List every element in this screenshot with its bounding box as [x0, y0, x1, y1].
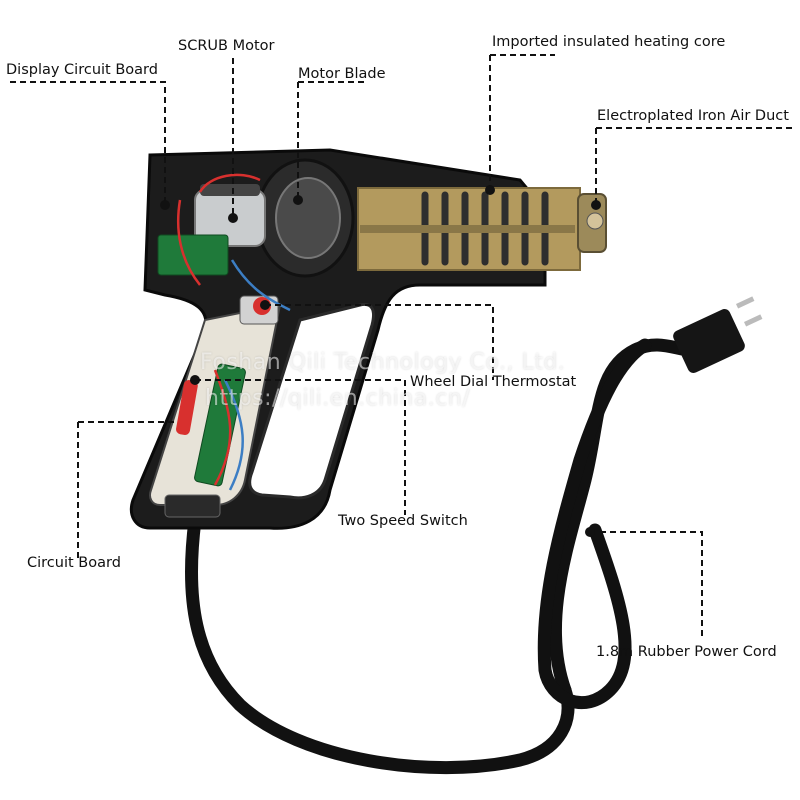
motor-top-band — [200, 184, 260, 196]
callout-leaders — [10, 54, 792, 638]
red-resistor — [176, 379, 198, 435]
cord-entry-clamp — [164, 494, 221, 518]
label-circuit-board: Circuit Board — [27, 555, 121, 571]
watermark-url: https://qili.en.china.cn/ — [205, 386, 471, 411]
label-air-duct: Electroplated Iron Air Duct — [597, 108, 789, 124]
handle-cavity — [248, 302, 375, 500]
callout-dots — [160, 185, 601, 537]
display-circuit-board — [157, 234, 229, 276]
internal-wires — [176, 173, 291, 491]
power-cord — [185, 338, 707, 775]
air-duct-screw — [586, 212, 604, 230]
label-power-cord: 1.8m Rubber Power Cord — [596, 645, 777, 660]
label-heating-core: Imported insulated heating core — [492, 34, 726, 50]
heating-core-center-bar — [360, 225, 575, 233]
watermark-company: Foshan Qili Technology Co., Ltd. — [200, 350, 566, 375]
motor-blade-fan — [275, 177, 341, 259]
label-two-speed-switch: Two Speed Switch — [338, 513, 468, 529]
label-wheel-dial-thermostat: Wheel Dial Thermostat — [410, 374, 577, 390]
label-motor-blade: Motor Blade — [298, 66, 386, 82]
label-display-circuit-board: Display Circuit Board — [6, 62, 158, 78]
power-plug — [673, 296, 763, 373]
label-scrub-motor: SCRUB Motor — [178, 38, 275, 54]
